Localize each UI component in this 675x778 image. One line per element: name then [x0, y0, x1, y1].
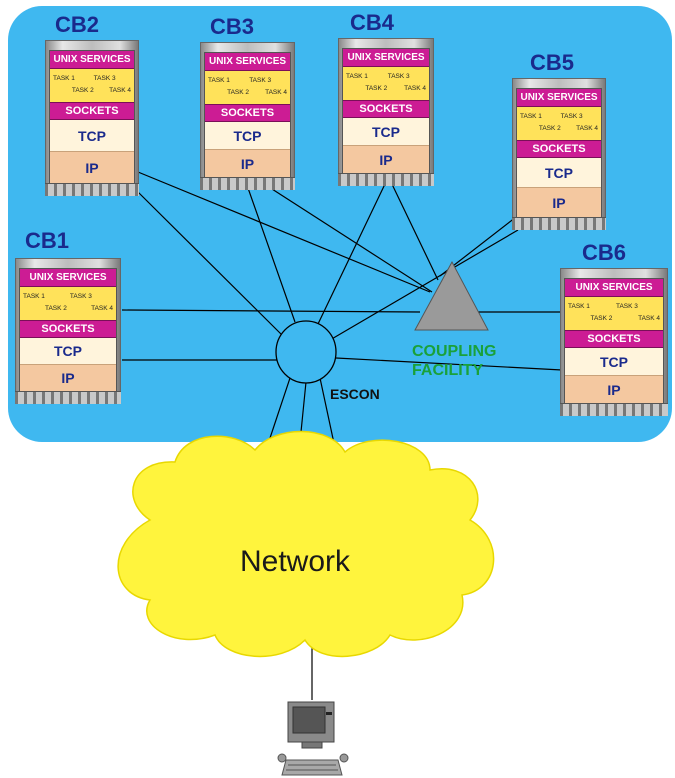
task3-label: TASK 3 [560, 113, 583, 120]
unix-services-band: UNIX SERVICES [205, 53, 290, 71]
coupling-label-line2: FACILITY [412, 362, 484, 379]
tasks-band: TASK 1 TASK 2 TASK 3 TASK 4 [343, 67, 429, 101]
ip-band: IP [565, 376, 663, 403]
cb1-label: CB1 [25, 228, 70, 253]
tcp-band: TCP [343, 118, 429, 146]
unix-services-band: UNIX SERVICES [517, 89, 601, 107]
protocol-stack: UNIX SERVICES TASK 1 TASK 2 TASK 3 TASK 4 SOC… [204, 52, 291, 178]
protocol-stack: UNIX SERVICES TASK 1 TASK 2 TASK 3 TASK 4 SOC… [342, 48, 430, 174]
terminal-icon [277, 701, 349, 776]
unix-services-band: UNIX SERVICES [50, 51, 134, 69]
task1-label: TASK 1 [53, 75, 75, 82]
task2-label: TASK 2 [365, 85, 388, 92]
unix-services-band: UNIX SERVICES [565, 279, 663, 297]
tcp-band: TCP [565, 348, 663, 376]
sockets-band: SOCKETS [565, 331, 663, 348]
task2-label: TASK 2 [538, 125, 561, 132]
ip-band: IP [517, 188, 601, 217]
task3-label: TASK 3 [615, 303, 638, 310]
cabinet-base [45, 183, 139, 196]
tcp-band: TCP [205, 122, 290, 150]
link-cb4-cf [389, 179, 439, 281]
link-cb3-escon [247, 187, 296, 323]
link-cb2-escon [137, 191, 286, 339]
cb3-label: CB3 [210, 14, 255, 39]
tasks-band: TASK 1 TASK 2 TASK 3 TASK 4 [50, 69, 134, 103]
sockets-band: SOCKETS [343, 101, 429, 118]
link-cb3-cf [257, 179, 433, 293]
task3-label: TASK 3 [69, 293, 92, 300]
task2-label: TASK 2 [590, 315, 613, 322]
link-cb1-cf [121, 309, 421, 313]
unix-services-band: UNIX SERVICES [343, 49, 429, 67]
protocol-stack: UNIX SERVICES TASK 1 TASK 2 TASK 3 TASK 4 SOC… [516, 88, 602, 218]
ip-band: IP [20, 365, 116, 391]
coupling-facility-shape [414, 260, 489, 331]
tasks-band: TASK 1 TASK 2 TASK 3 TASK 4 [205, 71, 290, 105]
ip-band: IP [50, 152, 134, 183]
network-label: Network [240, 545, 351, 578]
cabinet-base [200, 177, 295, 190]
server-cb4: UNIX SERVICES TASK 1 TASK 2 TASK 3 TASK 4 SOC… [338, 38, 434, 186]
task1-label: TASK 1 [346, 73, 368, 80]
cb4-label: CB4 [350, 10, 395, 35]
task2-label: TASK 2 [227, 89, 250, 96]
tcp-band: TCP [517, 158, 601, 188]
task3-label: TASK 3 [387, 73, 410, 80]
tcp-band: TCP [50, 120, 134, 152]
task1-label: TASK 1 [23, 293, 45, 300]
server-cb5: UNIX SERVICES TASK 1 TASK 2 TASK 3 TASK 4 SOC… [512, 78, 606, 230]
cabinet-base [560, 403, 668, 416]
cabinet-base [15, 391, 121, 404]
cb6-label: CB6 [582, 240, 627, 265]
tasks-band: TASK 1 TASK 2 TASK 3 TASK 4 [517, 107, 601, 141]
sockets-band: SOCKETS [205, 105, 290, 122]
sockets-band: SOCKETS [20, 321, 116, 338]
task4-label: TASK 4 [638, 315, 660, 322]
cabinet-base [512, 217, 606, 230]
server-cb2: UNIX SERVICES TASK 1 TASK 2 TASK 3 TASK 4 SOC… [45, 40, 139, 196]
task4-label: TASK 4 [576, 125, 598, 132]
link-cb2-cf [137, 171, 431, 293]
tcp-band: TCP [20, 338, 116, 365]
network-cloud [117, 430, 495, 658]
cb2-label: CB2 [55, 12, 100, 37]
link-cb6-escon [335, 357, 563, 371]
ip-band: IP [343, 146, 429, 173]
task1-label: TASK 1 [208, 77, 230, 84]
task4-label: TASK 4 [91, 305, 113, 312]
ip-band: IP [205, 150, 290, 177]
task1-label: TASK 1 [568, 303, 590, 310]
protocol-stack: UNIX SERVICES TASK 1 TASK 2 TASK 3 TASK 4 SOC… [49, 50, 135, 184]
task4-label: TASK 4 [109, 87, 131, 94]
task2-label: TASK 2 [71, 87, 94, 94]
escon-switch [275, 320, 337, 384]
escon-label: ESCON [330, 386, 380, 402]
task2-label: TASK 2 [44, 305, 67, 312]
cb5-label: CB5 [530, 50, 575, 75]
task3-label: TASK 3 [93, 75, 116, 82]
task4-label: TASK 4 [404, 85, 426, 92]
sockets-band: SOCKETS [517, 141, 601, 158]
coupling-facility-label: COUPLING FACILITY [412, 342, 496, 380]
server-cb3: UNIX SERVICES TASK 1 TASK 2 TASK 3 TASK 4 SOC… [200, 42, 295, 190]
task4-label: TASK 4 [265, 89, 287, 96]
task3-label: TASK 3 [249, 77, 272, 84]
sockets-band: SOCKETS [50, 103, 134, 120]
unix-services-band: UNIX SERVICES [20, 269, 116, 287]
link-cb5-escon [329, 229, 519, 341]
link-cb4-escon [317, 183, 386, 325]
task1-label: TASK 1 [520, 113, 542, 120]
cabinet-base [338, 173, 434, 186]
coupling-label-line1: COUPLING [412, 343, 497, 360]
